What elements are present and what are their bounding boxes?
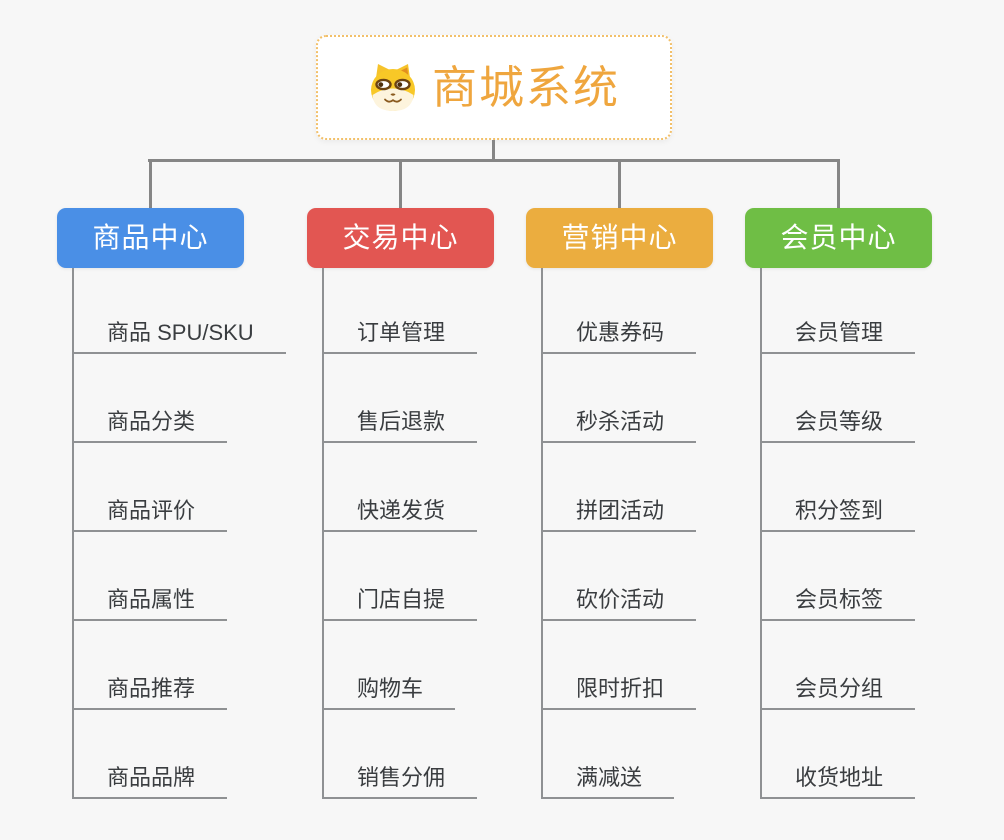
- sub-topic-label: 售后退款: [357, 408, 446, 434]
- branch-topic-label: 会员中心: [780, 222, 897, 253]
- sub-topic[interactable]: 拼团活动: [543, 443, 697, 532]
- sub-topic-label: 商品推荐: [107, 675, 196, 701]
- sub-topic[interactable]: 优惠券码: [543, 268, 697, 354]
- branch-bus-connector: [148, 159, 840, 162]
- sub-topic[interactable]: 收货地址: [762, 710, 916, 799]
- root-topic[interactable]: 商城系统: [316, 35, 672, 140]
- sub-topic-label: 秒杀活动: [576, 408, 665, 434]
- sub-topic[interactable]: 砍价活动: [543, 532, 697, 621]
- branch-topic-3[interactable]: 营销中心: [526, 208, 713, 268]
- sub-topic[interactable]: 会员标签: [762, 532, 916, 621]
- sub-topic[interactable]: 限时折扣: [543, 621, 697, 710]
- sub-topic-label: 满减送: [576, 764, 643, 790]
- sub-topic[interactable]: 商品品牌: [74, 710, 228, 799]
- branch-topic-label: 交易中心: [342, 222, 459, 253]
- branch-topic-2[interactable]: 交易中心: [307, 208, 494, 268]
- branch-topic-label: 商品中心: [92, 222, 209, 253]
- sub-topic[interactable]: 秒杀活动: [543, 354, 697, 443]
- sub-topic[interactable]: 订单管理: [324, 268, 478, 354]
- branch-drop-connector-1: [149, 160, 152, 209]
- sub-topic-label: 会员等级: [795, 408, 884, 434]
- sub-topic-list-4: 会员管理会员等级积分签到会员标签会员分组收货地址: [760, 268, 916, 799]
- sub-topic[interactable]: 商品属性: [74, 532, 228, 621]
- branch-topic-label: 营销中心: [561, 222, 678, 253]
- branch-drop-connector-2: [399, 160, 402, 209]
- branch-topic-4[interactable]: 会员中心: [745, 208, 932, 268]
- sub-topic[interactable]: 商品推荐: [74, 621, 228, 710]
- sub-topic[interactable]: 满减送: [543, 710, 675, 799]
- sub-topic-label: 砍价活动: [576, 586, 665, 612]
- dog-icon: [370, 63, 415, 111]
- sub-topic[interactable]: 商品分类: [74, 354, 228, 443]
- sub-topic[interactable]: 购物车: [324, 621, 456, 710]
- branch-topic-1[interactable]: 商品中心: [57, 208, 244, 268]
- sub-topic[interactable]: 销售分佣: [324, 710, 478, 799]
- branch-drop-connector-3: [618, 160, 621, 209]
- sub-topic-list-1: 商品 SPU/SKU 商品分类商品评价商品属性商品推荐商品品牌: [72, 268, 286, 799]
- sub-topic-label: 商品属性: [107, 586, 196, 612]
- sub-topic-label: 购物车: [357, 675, 424, 701]
- sub-topic-label: 会员标签: [795, 586, 884, 612]
- sub-topic-label: 商品评价: [107, 497, 196, 523]
- sub-topic-label: 限时折扣: [576, 675, 665, 701]
- sub-topic-list-3: 优惠券码秒杀活动拼团活动砍价活动限时折扣满减送: [541, 268, 697, 799]
- sub-topic[interactable]: 门店自提: [324, 532, 478, 621]
- sub-topic-label: 商品 SPU/SKU: [107, 319, 254, 345]
- sub-topic-label: 收货地址: [795, 764, 884, 790]
- sub-topic-label: 门店自提: [357, 586, 446, 612]
- sub-topic-label: 快递发货: [357, 497, 446, 523]
- sub-topic[interactable]: 会员分组: [762, 621, 916, 710]
- sub-topic-label: 优惠券码: [576, 319, 665, 345]
- sub-topic[interactable]: 商品 SPU/SKU: [74, 268, 286, 354]
- sub-topic[interactable]: 积分签到: [762, 443, 916, 532]
- sub-topic[interactable]: 商品评价: [74, 443, 228, 532]
- sub-topic-label: 订单管理: [357, 319, 446, 345]
- root-topic-title: 商城系统: [431, 62, 620, 113]
- sub-topic-list-2: 订单管理售后退款快递发货门店自提购物车销售分佣: [322, 268, 478, 799]
- sub-topic-label: 积分签到: [795, 497, 884, 523]
- branch-drop-connector-4: [837, 160, 840, 209]
- sub-topic-label: 拼团活动: [576, 497, 665, 523]
- sub-topic-label: 商品分类: [107, 408, 196, 434]
- sub-topic[interactable]: 售后退款: [324, 354, 478, 443]
- root-stem-connector: [492, 140, 495, 162]
- sub-topic-label: 会员管理: [795, 319, 884, 345]
- sub-topic[interactable]: 会员管理: [762, 268, 916, 354]
- sub-topic-label: 商品品牌: [107, 764, 196, 790]
- sub-topic-label: 销售分佣: [357, 764, 446, 790]
- sub-topic[interactable]: 快递发货: [324, 443, 478, 532]
- sub-topic-label: 会员分组: [795, 675, 884, 701]
- sub-topic[interactable]: 会员等级: [762, 354, 916, 443]
